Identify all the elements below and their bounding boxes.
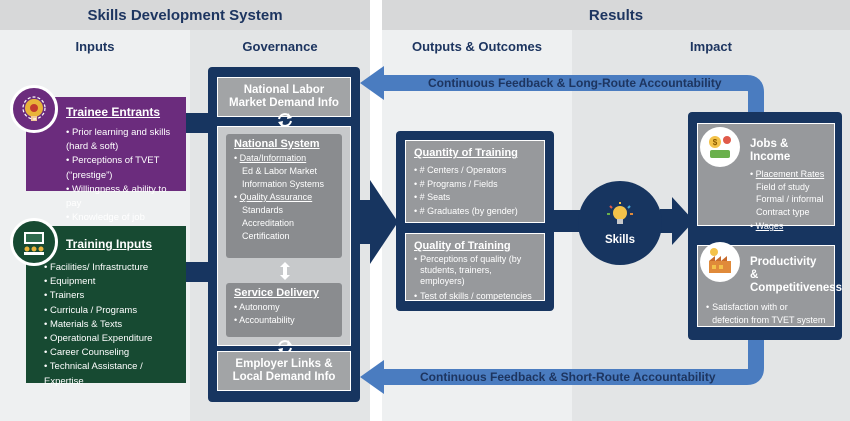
trainee-entrants-title: Trainee Entrants — [66, 105, 161, 119]
svg-text:$: $ — [713, 138, 718, 147]
trainee-entrants-list: Prior learning and skills (hard & soft) … — [66, 126, 176, 240]
training-inputs-title: Training Inputs — [66, 237, 152, 251]
outputs-to-skills-arrow — [548, 210, 582, 232]
skills-circle: Skills — [578, 181, 662, 265]
list-item: Willingness & ability to pay — [66, 183, 176, 211]
quantity-item: # Graduates (by gender) — [419, 205, 518, 216]
long-route-arrow — [383, 75, 764, 112]
list-item: Equipment — [44, 275, 176, 289]
quality-of-training-box: Quality of Training •Perceptions of qual… — [405, 233, 545, 301]
productivity-title: Productivity & Competitiveness — [750, 256, 843, 294]
short-route-arrowhead — [360, 360, 384, 394]
list-item: Operational Expenditure — [44, 332, 176, 346]
skills-label: Skills — [604, 233, 636, 246]
quantity-item: # Seats — [419, 192, 451, 202]
feedback-long-label: Continuous Feedback & Long-Route Account… — [428, 76, 722, 90]
list-item: Technical Assistance / Expertise — [44, 360, 176, 388]
header-right-title: Results — [588, 6, 644, 24]
productivity-item: Satisfaction with or defection from TVET… — [712, 302, 826, 325]
list-item: Trainers — [44, 289, 176, 303]
list-item: Career Counseling — [44, 346, 176, 360]
list-item: Facilities/ Infrastructure — [44, 261, 176, 275]
data-information-label: Data/Information — [239, 153, 307, 163]
list-item: Materials & Texts — [44, 318, 176, 332]
national-system-title: National System — [234, 138, 320, 150]
data-line: Information Systems — [242, 179, 325, 189]
employer-links-title: Employer Links & Local Demand Info — [232, 358, 336, 383]
quantity-of-training-box: Quantity of Training • # Centers / Opera… — [405, 140, 545, 223]
labor-market-box: National Labor Market Demand Info — [217, 77, 351, 117]
quality-item: Test of skills / competencies — [420, 291, 532, 301]
national-system-box: National System • Data/Information Ed & … — [226, 134, 342, 258]
money-icon: $ — [700, 127, 740, 167]
qa-line: Standards — [242, 205, 284, 215]
lightbulb-icon — [607, 201, 633, 224]
placement-line: Contract type — [756, 206, 810, 217]
skills-to-impact-arrow — [660, 197, 694, 245]
service-delivery-item: Autonomy — [239, 302, 280, 312]
classroom-icon — [10, 218, 58, 266]
column-header-governance: Governance — [242, 39, 318, 54]
short-route-arrow — [383, 340, 764, 385]
wages-label: Wages — [755, 221, 784, 231]
header-skills-development: Skills Development System — [0, 0, 370, 30]
quantity-title: Quantity of Training — [414, 147, 518, 159]
labor-market-title: National Labor Market Demand Info — [229, 84, 339, 109]
header-results: Results — [382, 0, 850, 30]
service-delivery-box: Service Delivery • Autonomy • Accountabi… — [226, 283, 342, 337]
feedback-short-label: Continuous Feedback & Short-Route Accoun… — [420, 370, 716, 384]
quantity-item: # Programs / Fields — [419, 178, 498, 189]
header-left-title: Skills Development System — [87, 6, 283, 24]
up-down-arrow-icon — [279, 262, 291, 285]
list-item: Perceptions of TVET (“prestige”) — [66, 154, 176, 182]
placement-line: Field of study — [756, 181, 810, 192]
employer-links-box: Employer Links & Local Demand Info — [217, 351, 351, 391]
qa-line: Accreditation — [242, 218, 295, 228]
quality-title: Quality of Training — [414, 240, 511, 252]
quality-item: Perceptions of quality (by students, tra… — [420, 254, 522, 286]
head-gear-icon — [10, 85, 58, 133]
service-delivery-title: Service Delivery — [234, 287, 320, 299]
column-header-inputs: Inputs — [75, 39, 115, 54]
list-item: Curricula / Programs — [44, 304, 176, 318]
column-header-outputs: Outputs & Outcomes — [411, 39, 542, 54]
placement-rates-label: Placement Rates — [755, 169, 825, 179]
training-inputs-list: Facilities/ Infrastructure Equipment Tra… — [44, 261, 176, 389]
placement-line: Formal / informal — [756, 194, 824, 204]
data-line: Ed & Labor Market — [242, 166, 318, 176]
governance-to-outputs-arrow — [355, 180, 398, 264]
list-item: Prior learning and skills (hard & soft) — [66, 126, 176, 154]
jobs-income-title: Jobs & Income — [750, 138, 791, 163]
refresh-icon — [276, 112, 294, 133]
quality-assurance-label: Quality Assurance — [239, 192, 313, 202]
service-delivery-item: Accountability — [239, 315, 295, 325]
long-route-arrowhead — [360, 66, 384, 100]
qa-line: Certification — [242, 231, 290, 241]
column-header-impact: Impact — [690, 39, 732, 54]
refresh-icon — [276, 339, 294, 360]
quantity-item: # Centers / Operators — [419, 165, 507, 175]
factory-icon — [700, 242, 740, 282]
